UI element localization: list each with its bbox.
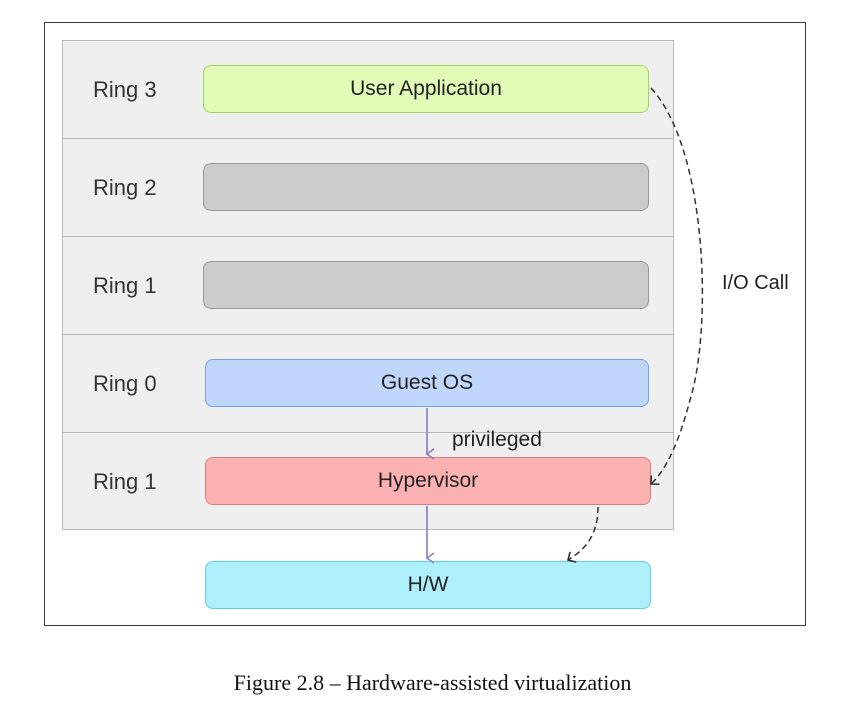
ring-label: Ring 2 (93, 175, 157, 200)
ring-row-3: Ring 3 (63, 41, 673, 139)
ring2-empty-box (203, 163, 649, 211)
user-application-box: User Application (203, 65, 649, 113)
ring-label: Ring 0 (93, 371, 157, 396)
ring-label: Ring 1 (93, 469, 157, 494)
box-label: H/W (407, 573, 449, 596)
ring-row-hypervisor: Ring 1 (63, 433, 673, 531)
box-label: Hypervisor (377, 469, 479, 492)
io-call-label: I/O Call (722, 272, 789, 294)
ring-row-2: Ring 2 (63, 139, 673, 237)
privileged-label: privileged (452, 428, 542, 451)
ring-label: Ring 3 (93, 77, 157, 102)
ring-row-0: Ring 0 (63, 335, 673, 433)
ring-label: Ring 1 (93, 273, 157, 298)
hypervisor-box: Hypervisor (205, 457, 651, 505)
ring-row-1: Ring 1 (63, 237, 673, 335)
ring1-empty-box (203, 261, 649, 309)
hypervisor-trap-arrow (567, 506, 599, 563)
hardware-box: H/W (205, 561, 651, 609)
box-label: Guest OS (380, 371, 474, 394)
figure-caption: Figure 2.8 – Hardware-assisted virtualiz… (233, 670, 632, 695)
guest-os-box: Guest OS (205, 359, 649, 407)
io-call-arrow (650, 87, 704, 486)
box-label: User Application (350, 77, 502, 100)
